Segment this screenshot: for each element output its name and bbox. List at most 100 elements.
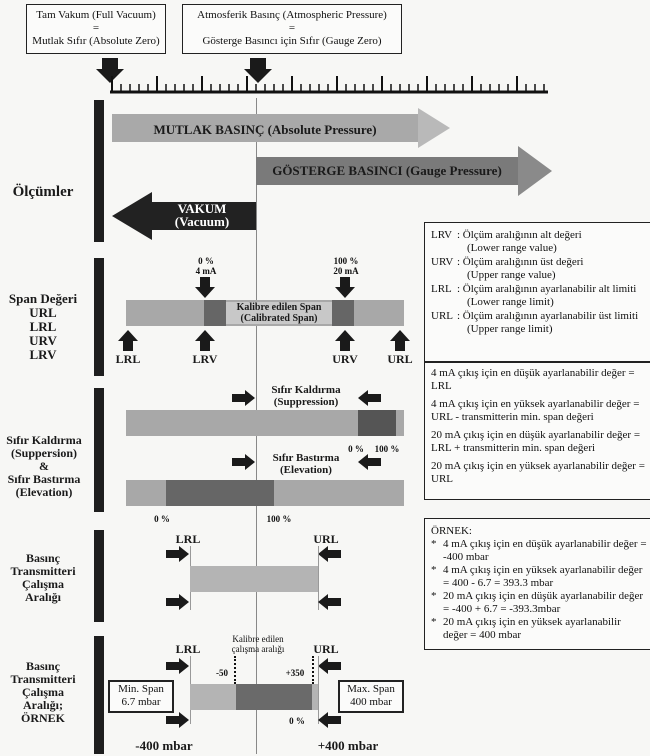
supp-hundred-label: 100 % — [374, 444, 400, 454]
example-item: *4 mA çıkış için en yüksek ayarlanabilir… — [431, 564, 647, 590]
example-plus350-label: +350 — [285, 668, 305, 678]
example-plus400-label: +400 mbar — [317, 738, 379, 753]
ma-limit-item: 20 mA çıkış için en yüksek ayarlanabilir… — [431, 460, 645, 485]
range-definition-key: LRL — [431, 283, 452, 295]
example-item-text: 4 mA çıkış için en yüksek ayarlanabilir … — [443, 564, 643, 589]
vacuum-line1: VAKUM — [177, 201, 227, 216]
span-zero-ma: 4 mA — [195, 266, 217, 276]
example-item: * 4 mA çıkış için en düşük ayarlanabilir … — [431, 538, 647, 564]
example-item: * 20 mA çıkış için en düşük ayarlanabilir… — [431, 590, 647, 616]
full-vacuum-line1: Tam Vakum (Full Vacuum) — [36, 9, 156, 21]
range-definition-text: : Ölçüm aralığının ayarlanabilir üst lim… — [457, 310, 639, 322]
range-url-label: URL — [313, 532, 339, 546]
suppression-span — [358, 410, 396, 436]
span-lrv-marker — [204, 300, 226, 326]
suppression-line1: Sıfır Kaldırma — [271, 384, 341, 396]
span-hundred-arrow-icon — [335, 277, 355, 298]
example-item-text: 20 mA çıkış için en düşük ayarlanabilir … — [443, 590, 644, 615]
elevation-span — [166, 480, 274, 506]
span-url-label: URL — [387, 352, 413, 366]
supp-right-arrow-icon — [358, 390, 381, 406]
elevation-line1: Sıfır Bastırma — [272, 452, 340, 464]
span-hundred-label: 100 % 20 mA — [328, 256, 364, 276]
ma-limit-item: 4 mA çıkış için en yüksek ayarlanabilir … — [431, 398, 640, 423]
range-definition-body: : Ölçüm aralığının üst değeri(Upper rang… — [457, 256, 583, 282]
span-zero-arrow-icon — [195, 277, 215, 298]
example-title: Basınç Transmitteri Çalışma Aralığı; ÖRN… — [10, 659, 76, 725]
full-vacuum-box: Tam Vakum (Full Vacuum) = Mutlak Sıfır (… — [26, 4, 166, 54]
example-url-label: URL — [313, 642, 339, 656]
span-lrv-arrow-icon — [195, 330, 215, 351]
calibrated-span-label: Kalibre edilen Span (Calibrated Span) — [226, 302, 332, 324]
supp-zero-label: 0 % — [348, 444, 364, 454]
span-hundred-pct: 100 % — [333, 256, 359, 266]
example-minus400-label: -400 mbar — [135, 738, 193, 753]
suppression-line2: (Suppression) — [273, 396, 339, 408]
range-definition-item: URL: Ölçüm aralığının ayarlanabilir üst … — [431, 310, 647, 336]
range-definition-body: : Ölçüm aralığının ayarlanabilir üst lim… — [457, 310, 638, 336]
example-cal-right-dotted — [312, 656, 314, 684]
range-definition-sub: (Upper range value) — [467, 269, 556, 281]
range-definition-item: URV: Ölçüm aralığının üst değeri(Upper r… — [431, 256, 647, 282]
range-definition-body: : Ölçüm aralığının alt değeri(Lower rang… — [457, 229, 582, 255]
atmospheric-box: Atmosferik Basınç (Atmospheric Pressure)… — [182, 4, 402, 54]
bullet-icon: * — [431, 590, 437, 602]
ma-limit-item: 4 mA çıkış için en düşük ayarlanabilir d… — [431, 367, 635, 392]
full-vacuum-arrow-icon — [96, 58, 124, 83]
max-span-line2: 400 mbar — [350, 696, 392, 708]
span-url-arrow-icon — [390, 330, 410, 351]
example-lrl-arrow-top-icon — [166, 658, 189, 674]
example-item-text: 4 mA çıkış için en düşük ayarlanabilir d… — [443, 538, 647, 563]
range-definition-item: LRL : Ölçüm aralığının ayarlanabilir alt … — [431, 283, 647, 309]
atmospheric-eq: = — [288, 22, 296, 34]
vacuum-label: VAKUM (Vacuum) — [152, 202, 252, 228]
bullet-icon: * — [431, 538, 437, 550]
full-vacuum-line2: Mutlak Sıfır (Absolute Zero) — [32, 35, 160, 47]
elev-right-arrow-icon — [358, 454, 381, 470]
span-urv-label: URV — [332, 352, 358, 366]
suppression-label: Sıfır Kaldırma (Suppression) — [256, 384, 356, 408]
max-span-line1: Max. Span — [347, 683, 395, 695]
section-bar-range — [94, 530, 104, 622]
elev-left-arrow-icon — [232, 454, 255, 470]
example-calibrated-label: Kalibre edilen çalışma aralığı — [226, 634, 290, 654]
example-url-arrow-top-icon — [318, 658, 341, 674]
span-zero-label: 0 % 4 mA — [188, 256, 224, 276]
range-definition-key: LRV — [431, 229, 453, 241]
range-lrl-label: LRL — [175, 532, 201, 546]
span-hundred-ma: 20 mA — [333, 266, 359, 276]
elev-zero-label: 0 % — [154, 514, 170, 524]
supp-left-arrow-icon — [232, 390, 255, 406]
vacuum-line2: (Vacuum) — [174, 214, 230, 229]
range-definitions-list: LRV : Ölçüm aralığının alt değeri(Lower r… — [431, 229, 647, 336]
min-span-line1: Min. Span — [118, 683, 164, 695]
ma-limits-list: 4 mA çıkış için en düşük ayarlanabilir d… — [431, 367, 647, 486]
example-lrl-label: LRL — [175, 642, 201, 656]
atmospheric-line2: Gösterge Basıncı için Sıfır (Gauge Zero) — [202, 35, 382, 47]
gauge-pressure-label: GÖSTERGE BASINCI (Gauge Pressure) — [272, 163, 502, 178]
full-vacuum-eq: = — [92, 22, 100, 34]
absolute-pressure-arrow — [112, 108, 450, 148]
example-item-text: 20 mA çıkış için en yüksek ayarlanabilir… — [443, 616, 621, 641]
ma-limit-item: 20 mA çıkış için en düşük ayarlanabilir … — [431, 429, 641, 454]
measurements-title: Ölçümler — [12, 184, 74, 200]
range-definition-sub: (Lower range limit) — [467, 296, 554, 308]
suppression-title: Sıfır Kaldırma (Suppersion) & Sıfır Bast… — [6, 433, 82, 499]
bullet-icon: * — [431, 616, 437, 628]
range-definition-text: : Ölçüm aralığının ayarlanabilir alt lim… — [457, 283, 637, 295]
example-box-title: ÖRNEK: — [431, 525, 472, 537]
span-title: Span Değeri URL LRL URV LRV — [8, 291, 78, 362]
range-title: Basınç Transmitteri Çalışma Aralığı — [10, 551, 76, 604]
example-lrl-arrow-bottom-icon — [166, 712, 189, 728]
elevation-label: Sıfır Bastırma (Elevation) — [256, 452, 356, 476]
pressure-scale — [110, 76, 548, 94]
range-bar — [190, 566, 318, 592]
range-lrl-arrow-top-icon — [166, 546, 189, 562]
range-definitions-box: LRV : Ölçüm aralığının alt değeri(Lower r… — [424, 222, 650, 362]
range-definition-item: LRV : Ölçüm aralığının alt değeri(Lower r… — [431, 229, 647, 255]
example-calibrated-line1: Kalibre edilen — [232, 634, 284, 644]
example-url-line — [318, 656, 319, 724]
absolute-pressure-label: MUTLAK BASINÇ (Absolute Pressure) — [153, 122, 377, 137]
span-urv-arrow-icon — [335, 330, 355, 351]
range-definition-body: : Ölçüm aralığının ayarlanabilir alt lim… — [457, 283, 636, 309]
